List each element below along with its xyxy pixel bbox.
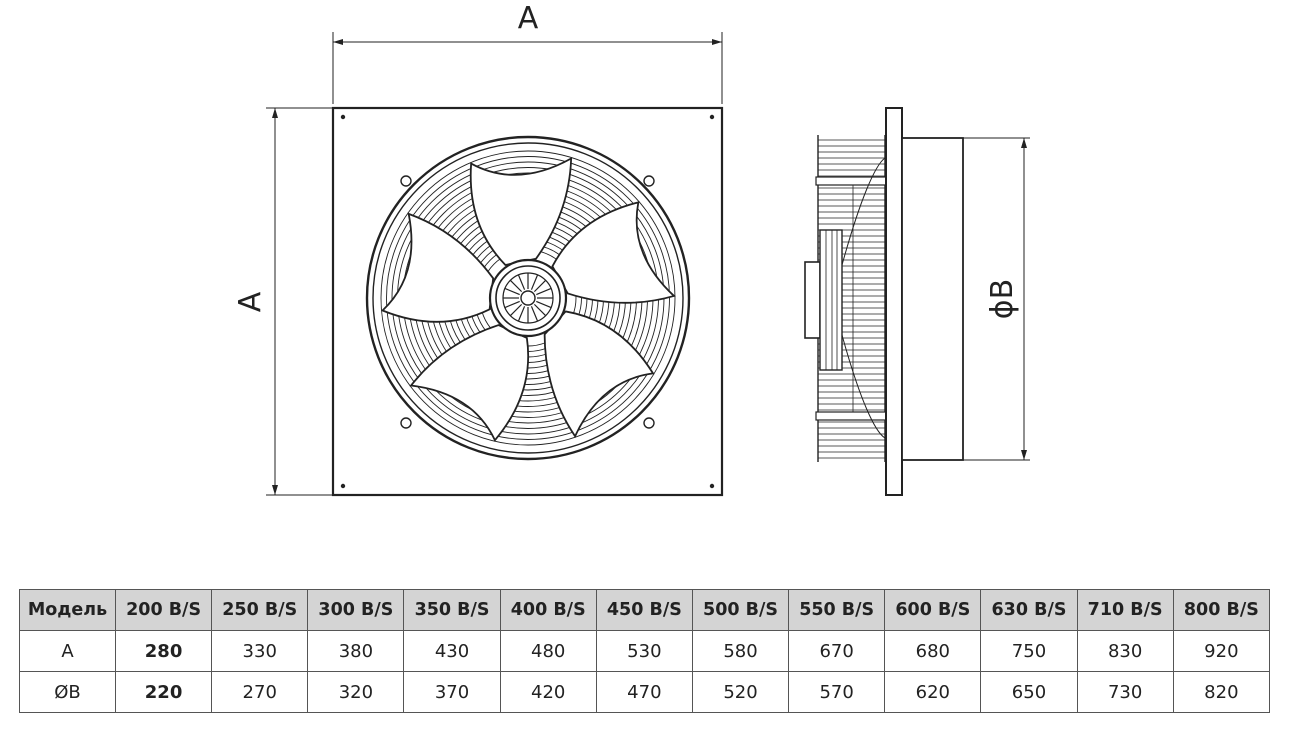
table-cell: 370	[403, 671, 501, 713]
corner-holes	[340, 114, 715, 489]
fan-blade	[409, 324, 530, 442]
table-cell: 580	[691, 630, 790, 672]
guard-holes	[400, 175, 655, 429]
side-view: ϕB	[804, 107, 1030, 496]
header-model-cell: 350 B/S	[403, 589, 501, 631]
table-cell: 650	[980, 671, 1078, 713]
table-cell: 730	[1076, 671, 1174, 713]
side-flange	[885, 107, 903, 496]
dimension-b	[963, 137, 1030, 461]
motor	[804, 229, 843, 371]
table-cell: 480	[499, 630, 597, 672]
table-cell: 520	[691, 671, 790, 713]
table-cell: 530	[595, 630, 693, 672]
front-view: A A	[233, 1, 724, 497]
header-model-cell: 300 B/S	[307, 589, 405, 631]
header-model: Модель	[19, 589, 116, 631]
dimension-a-top-label: A	[518, 1, 539, 36]
table-cell: 280	[114, 630, 213, 672]
header-model-cell: 400 B/S	[499, 589, 597, 631]
table-cell: 330	[211, 630, 309, 672]
table-cell: 430	[403, 630, 501, 672]
header-model-cell: 450 B/S	[595, 589, 693, 631]
table-cell: 420	[499, 671, 597, 713]
dimension-a-vertical	[266, 107, 333, 496]
table-cell: 680	[884, 630, 982, 672]
table-cell: 820	[1172, 671, 1271, 713]
fan-blade	[469, 156, 573, 266]
header-model-cell: 800 B/S	[1172, 589, 1271, 631]
side-guard-grille	[818, 139, 885, 459]
dimension-a-side-label: A	[233, 291, 268, 312]
header-model-cell: 200 B/S	[114, 589, 213, 631]
table-cell: 570	[788, 671, 886, 713]
table-cell: 270	[211, 671, 309, 713]
dimension-b-label: ϕB	[985, 279, 1020, 319]
table-cell: 670	[788, 630, 886, 672]
header-model-cell: 630 B/S	[980, 589, 1078, 631]
table-cell: 470	[595, 671, 693, 713]
side-housing	[901, 137, 964, 461]
fan-blade	[380, 212, 495, 323]
table-cell: 750	[980, 630, 1078, 672]
row-label: ØB	[19, 671, 116, 713]
fan-blades	[380, 156, 676, 442]
table-cell: 220	[114, 671, 213, 713]
header-model-cell: 550 B/S	[788, 589, 886, 631]
table-cell: 830	[1076, 630, 1174, 672]
table-cell: 380	[307, 630, 405, 672]
fan-blade	[543, 310, 655, 439]
table-cell: 620	[884, 671, 982, 713]
mounting-plate	[331, 106, 724, 497]
table-cell: 320	[307, 671, 405, 713]
dimension-a-horizontal	[332, 32, 723, 104]
header-model-cell: 500 B/S	[691, 589, 790, 631]
table-cell: 920	[1172, 630, 1271, 672]
fan-hub	[488, 258, 568, 338]
fan-technical-drawing: A A	[233, 1, 1030, 497]
fan-outer-ring	[365, 135, 691, 461]
header-model-cell: 600 B/S	[884, 589, 982, 631]
header-model-cell: 250 B/S	[211, 589, 309, 631]
fan-blade	[551, 201, 676, 304]
row-label: A	[19, 630, 116, 672]
header-model-cell: 710 B/S	[1076, 589, 1174, 631]
